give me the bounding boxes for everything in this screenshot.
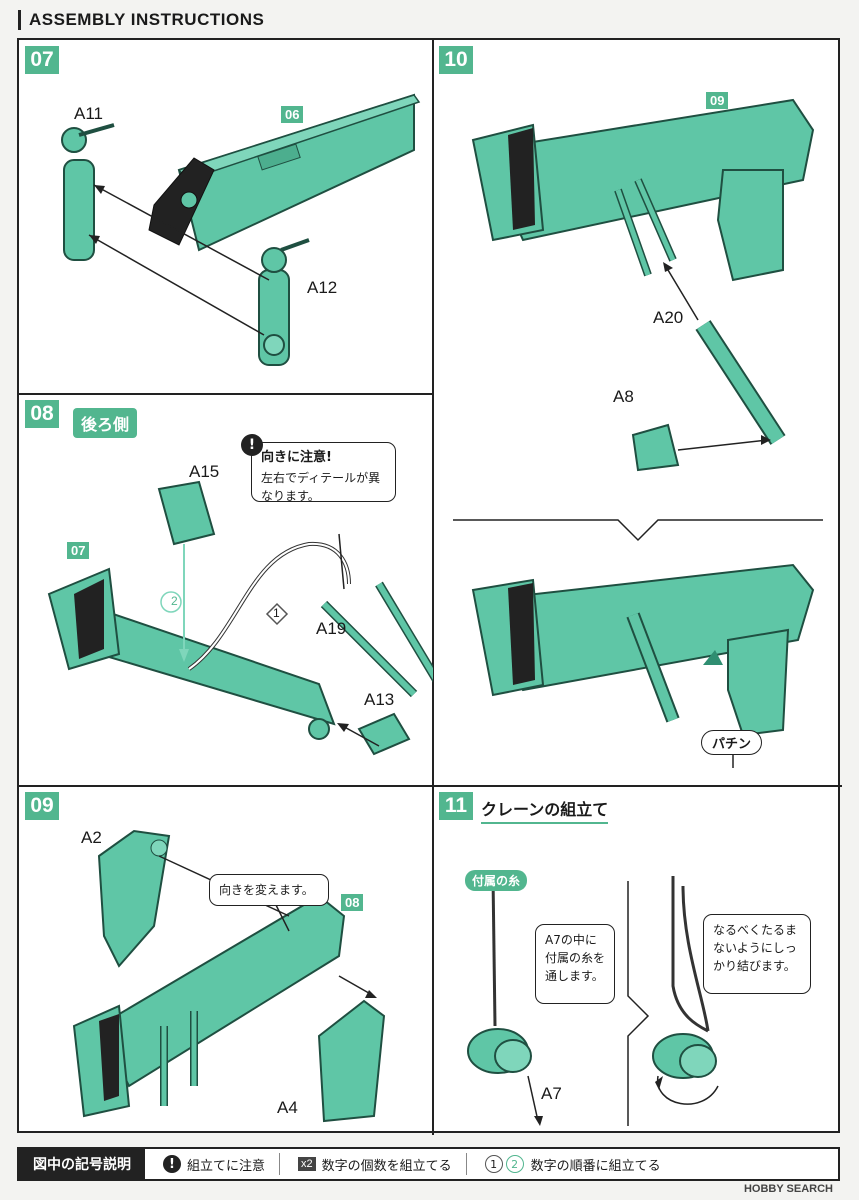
thread-through-callout: A7の中に付属の糸を通します。	[535, 924, 615, 1004]
step-11-illustration	[467, 875, 719, 1126]
quantity-icon: x2	[298, 1157, 316, 1171]
order-1-icon: 1	[484, 1155, 503, 1173]
legend-text: 組立てに注意	[187, 1158, 266, 1174]
part-label-a12: A12	[307, 278, 338, 297]
legend-item-order: 1 2 数字の順番に組立てる	[484, 1155, 661, 1174]
part-label-a11: A11	[74, 104, 103, 123]
part-label-a19: A19	[316, 619, 347, 638]
legend-text: 数字の個数を組立てる	[321, 1158, 452, 1174]
step-number: 08	[25, 400, 59, 428]
order-mark-1: 1	[273, 606, 280, 620]
step-number: 09	[25, 792, 59, 820]
part-label-a2: A2	[81, 828, 102, 847]
legend-item-quantity: x2 数字の個数を組立てる	[298, 1155, 452, 1174]
caution-text: 左右でディテールが異なります。	[261, 471, 381, 503]
legend-title: 図中の記号説明	[19, 1149, 145, 1179]
legend-divider	[465, 1153, 467, 1175]
step-ref-tag: 09	[706, 92, 729, 109]
step-10-illustration	[453, 98, 823, 768]
part-label-a15: A15	[189, 462, 220, 481]
legend-text: 数字の順番に組立てる	[530, 1158, 661, 1174]
step-ref-tag: 08	[341, 894, 364, 911]
step-10-panel: 10	[433, 40, 842, 786]
part-label-a4: A4	[277, 1098, 298, 1117]
step-07-illustration	[61, 93, 421, 366]
exclamation-icon: !	[163, 1155, 181, 1173]
caution-icon: !	[241, 434, 263, 456]
step-08-illustration	[47, 480, 433, 756]
instructions-frame: 07 A11 A12 06 08	[17, 38, 842, 1135]
step-ref-tag: 07	[67, 542, 90, 559]
legend-divider	[279, 1153, 281, 1175]
tie-tight-callout: なるべくたるまないようにしっかり結びます。	[703, 914, 811, 994]
legend-item-caution: ! 組立てに注意	[163, 1155, 265, 1174]
part-label-a8: A8	[613, 387, 634, 406]
caution-title: 向きに注意!	[261, 450, 332, 465]
panel-dividers	[19, 40, 842, 1135]
part-label-a13: A13	[364, 690, 395, 709]
watermark: HOBBY SEARCH	[743, 1183, 833, 1195]
step-07-panel: 07 A11 A12 06	[19, 40, 433, 394]
part-label-a20: A20	[653, 308, 684, 327]
step-subtitle: クレーンの組立て	[481, 796, 609, 824]
order-2-icon: 2	[505, 1155, 524, 1173]
part-label-a7: A7	[541, 1084, 562, 1103]
thread-tag: 付属の糸	[465, 870, 528, 891]
symbol-legend: 図中の記号説明 ! 組立てに注意 x2 数字の個数を組立てる 1 2 数字の順番…	[17, 1147, 840, 1181]
order-mark-2: 2	[171, 594, 178, 608]
page-title: ASSEMBLY INSTRUCTIONS	[18, 10, 264, 30]
direction-callout: 向きを変えます。	[209, 874, 329, 906]
step-number: 07	[25, 46, 59, 74]
step-08-panel: 08 後ろ側	[19, 394, 433, 786]
step-09-illustration	[72, 829, 386, 1123]
step-11-panel: 11 クレーンの組立て 付属の糸 A7 A7の中に付属の糸を通します。 なるべく…	[433, 786, 842, 1135]
step-ref-tag: 06	[281, 106, 304, 123]
step-subtitle: 後ろ側	[73, 408, 138, 438]
caution-callout: 向きに注意! 左右でディテールが異なります。	[251, 442, 396, 503]
step-09-panel: 09 A2 A4 08 向きを変えます。	[19, 786, 433, 1135]
step-number: 10	[439, 46, 473, 74]
snap-sound-label: パチン	[701, 730, 763, 755]
step-number: 11	[439, 792, 473, 820]
